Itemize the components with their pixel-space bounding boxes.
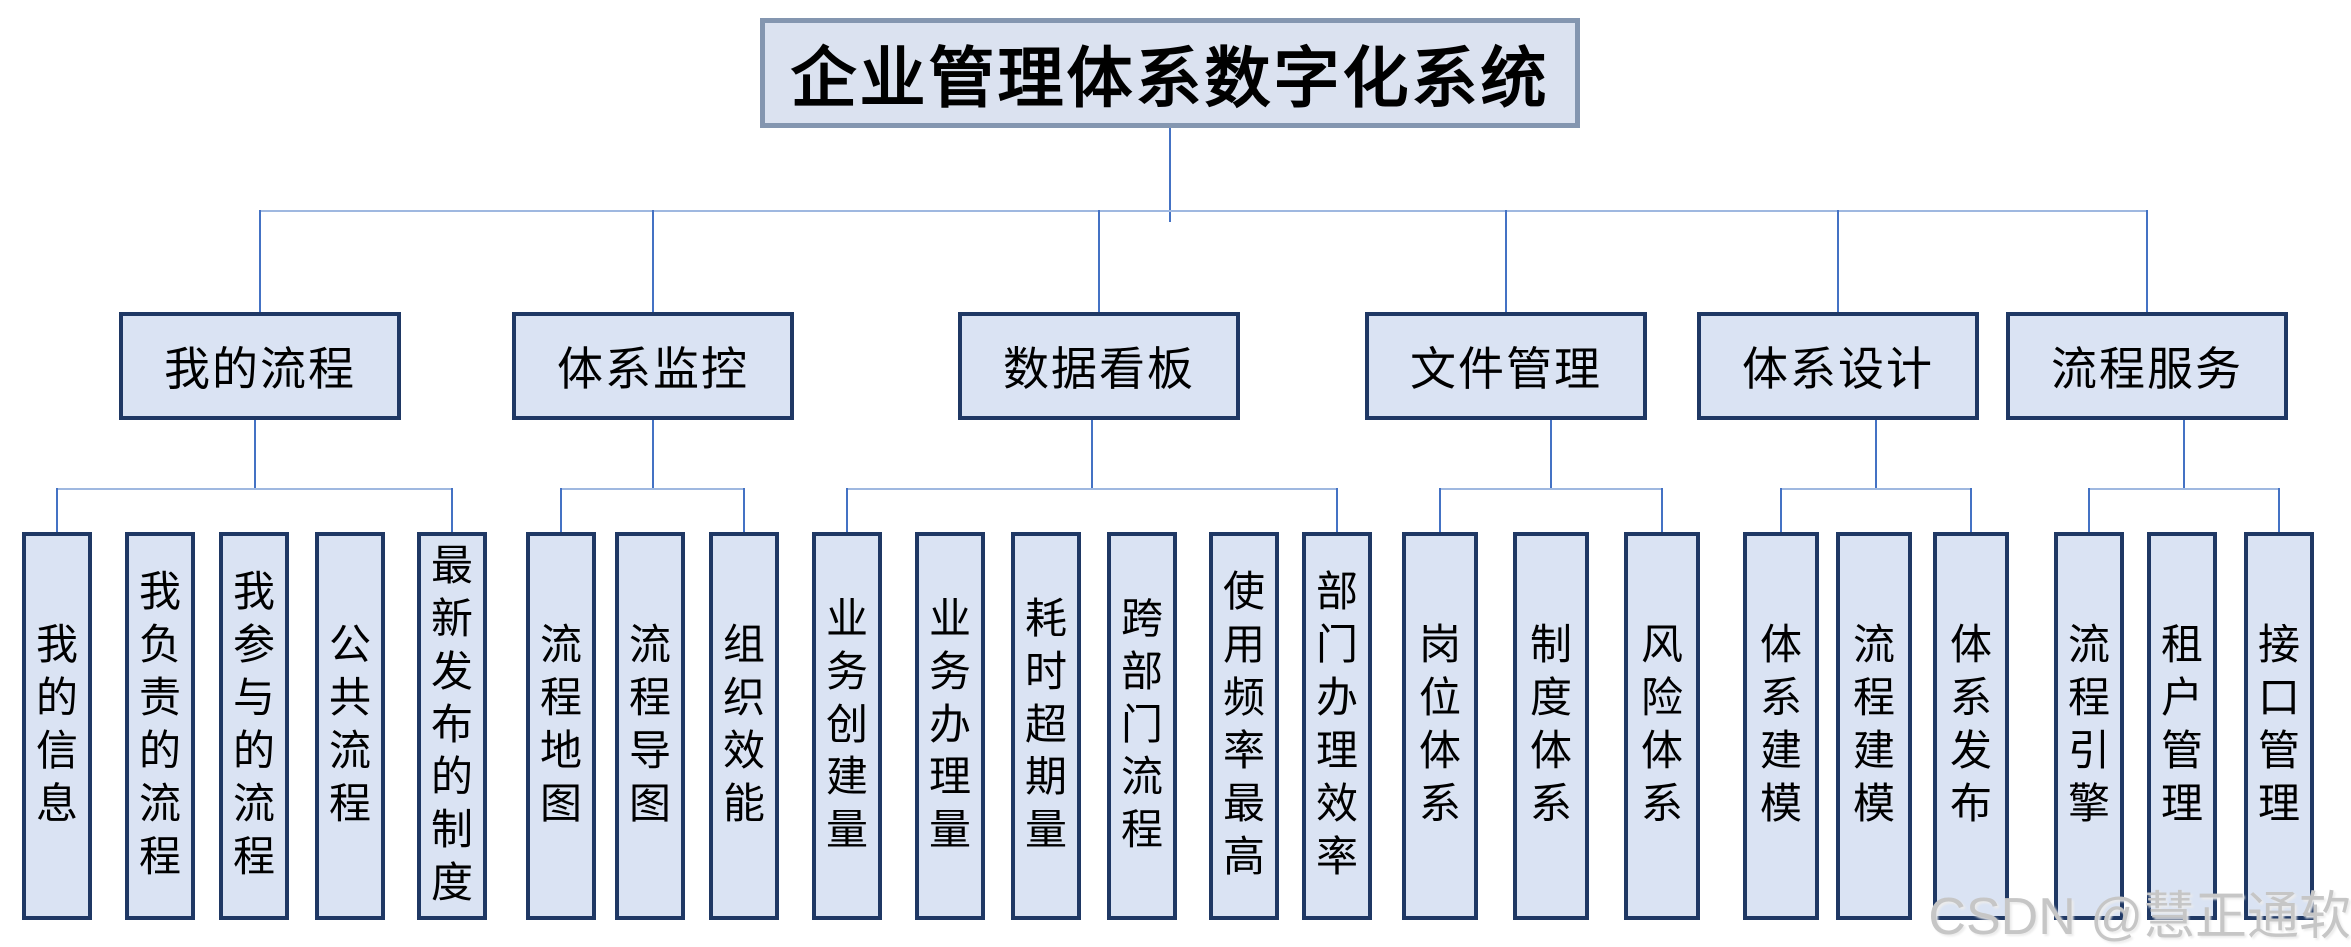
child-node-label: 业务创建量 [826, 596, 869, 855]
connector-child-stub [846, 488, 848, 532]
child-node-label: 跨部门流程 [1121, 596, 1164, 855]
child-node: 岗位体系 [1402, 532, 1478, 920]
connector-child-stub [2278, 488, 2280, 532]
connector-child-stub [56, 488, 58, 532]
child-node: 业务创建量 [812, 532, 882, 920]
child-node: 跨部门流程 [1107, 532, 1177, 920]
connector-branch-stem [652, 210, 654, 312]
branch-node: 体系监控 [512, 312, 794, 420]
child-node-label: 我负责的流程 [139, 570, 182, 881]
connector-child-stub [1780, 488, 1782, 532]
child-node-label: 组织效能 [723, 623, 766, 828]
child-node-label: 风险体系 [1641, 623, 1684, 828]
child-node: 最新发布的制度 [417, 532, 487, 920]
connector-child-stub [1336, 488, 1338, 532]
branch-node: 文件管理 [1365, 312, 1647, 420]
child-node-label: 流程地图 [540, 623, 583, 828]
child-node-label: 体系建模 [1760, 623, 1803, 828]
child-node-label: 使用频率最高 [1223, 570, 1266, 881]
child-node: 体系发布 [1933, 532, 2009, 920]
branch-node: 体系设计 [1697, 312, 1979, 420]
connector-branch-stem [2146, 210, 2148, 312]
child-node: 我参与的流程 [219, 532, 289, 920]
connector-branch-stem [259, 210, 261, 312]
child-node-label: 公共流程 [329, 623, 372, 828]
connector-parent-stem [652, 420, 654, 490]
child-node-label: 岗位体系 [1419, 623, 1462, 828]
connector-branch-stem [1837, 210, 1839, 312]
connector-parent-stem [1550, 420, 1552, 490]
connector-branch-stem [1505, 210, 1507, 312]
branch-node: 我的流程 [119, 312, 401, 420]
child-node-label: 我参与的流程 [233, 570, 276, 881]
child-node-label: 制度体系 [1530, 623, 1573, 828]
child-node: 租户管理 [2147, 532, 2217, 920]
connector-child-rail [57, 488, 452, 490]
connector-child-rail [847, 488, 1337, 490]
child-node: 流程引擎 [2054, 532, 2124, 920]
child-node-label: 接口管理 [2258, 623, 2301, 828]
child-node-label: 业务办理量 [929, 596, 972, 855]
connector-top-rail [260, 210, 2147, 212]
connector-child-rail [1440, 488, 1662, 490]
child-node: 使用频率最高 [1209, 532, 1279, 920]
connector-child-rail [2089, 488, 2279, 490]
connector-child-rail [1781, 488, 1971, 490]
child-node-label: 耗时超期量 [1025, 596, 1068, 855]
connector-parent-stem [1875, 420, 1877, 490]
child-node: 耗时超期量 [1011, 532, 1081, 920]
connector-child-stub [2088, 488, 2090, 532]
child-node: 流程建模 [1836, 532, 1912, 920]
connector-child-stub [1439, 488, 1441, 532]
child-node: 组织效能 [709, 532, 779, 920]
connector-child-stub [560, 488, 562, 532]
connector-child-stub [451, 488, 453, 532]
child-node: 公共流程 [315, 532, 385, 920]
connector-branch-stem [1098, 210, 1100, 312]
child-node-label: 部门办理效率 [1316, 570, 1359, 881]
child-node-label: 流程建模 [1853, 623, 1896, 828]
child-node: 流程导图 [615, 532, 685, 920]
connector-title-stem [1169, 128, 1171, 222]
child-node: 业务办理量 [915, 532, 985, 920]
child-node: 接口管理 [2244, 532, 2314, 920]
connector-child-stub [1661, 488, 1663, 532]
connector-parent-stem [1091, 420, 1093, 490]
watermark: CSDN @慧正通软 [1928, 888, 2351, 946]
child-node: 我的信息 [22, 532, 92, 920]
root-node: 企业管理体系数字化系统 [760, 18, 1580, 128]
child-node-label: 租户管理 [2161, 623, 2204, 828]
connector-parent-stem [254, 420, 256, 490]
child-node: 我负责的流程 [125, 532, 195, 920]
child-node-label: 我的信息 [36, 623, 79, 828]
connector-child-stub [1970, 488, 1972, 532]
child-node-label: 流程引擎 [2068, 623, 2111, 828]
connector-child-rail [561, 488, 744, 490]
child-node: 体系建模 [1743, 532, 1819, 920]
child-node: 制度体系 [1513, 532, 1589, 920]
child-node-label: 最新发布的制度 [431, 543, 474, 908]
branch-node: 数据看板 [958, 312, 1240, 420]
connector-parent-stem [2183, 420, 2185, 490]
child-node: 风险体系 [1624, 532, 1700, 920]
branch-node: 流程服务 [2006, 312, 2288, 420]
child-node: 部门办理效率 [1302, 532, 1372, 920]
child-node-label: 流程导图 [629, 623, 672, 828]
child-node-label: 体系发布 [1950, 623, 1993, 828]
connector-child-stub [743, 488, 745, 532]
child-node: 流程地图 [526, 532, 596, 920]
